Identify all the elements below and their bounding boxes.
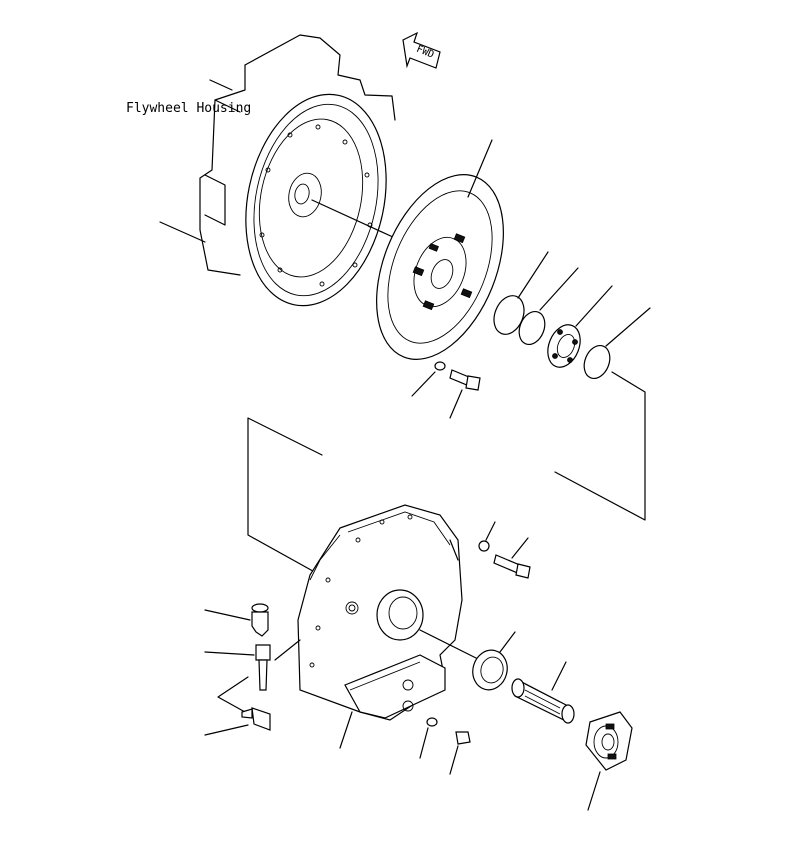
coupling (585, 711, 633, 811)
damper-disc (376, 139, 504, 360)
washer-and-bolt-upper (411, 361, 481, 419)
pump-housing (297, 504, 481, 749)
forward-direction-arrow: FWD (402, 31, 441, 69)
group-leader-lines (247, 371, 646, 576)
flywheel-housing (159, 34, 396, 307)
snap-ring-2 (518, 267, 579, 345)
oil-seal (472, 631, 516, 691)
flywheel-housing-label: Flywheel Housing (126, 101, 252, 116)
washer-and-bolt-housing (478, 521, 531, 579)
o-ring-and-plug (419, 717, 471, 775)
bearing (547, 285, 613, 368)
spline-shaft (511, 661, 575, 724)
left-fittings (204, 603, 301, 736)
snap-ring-3 (583, 307, 651, 379)
